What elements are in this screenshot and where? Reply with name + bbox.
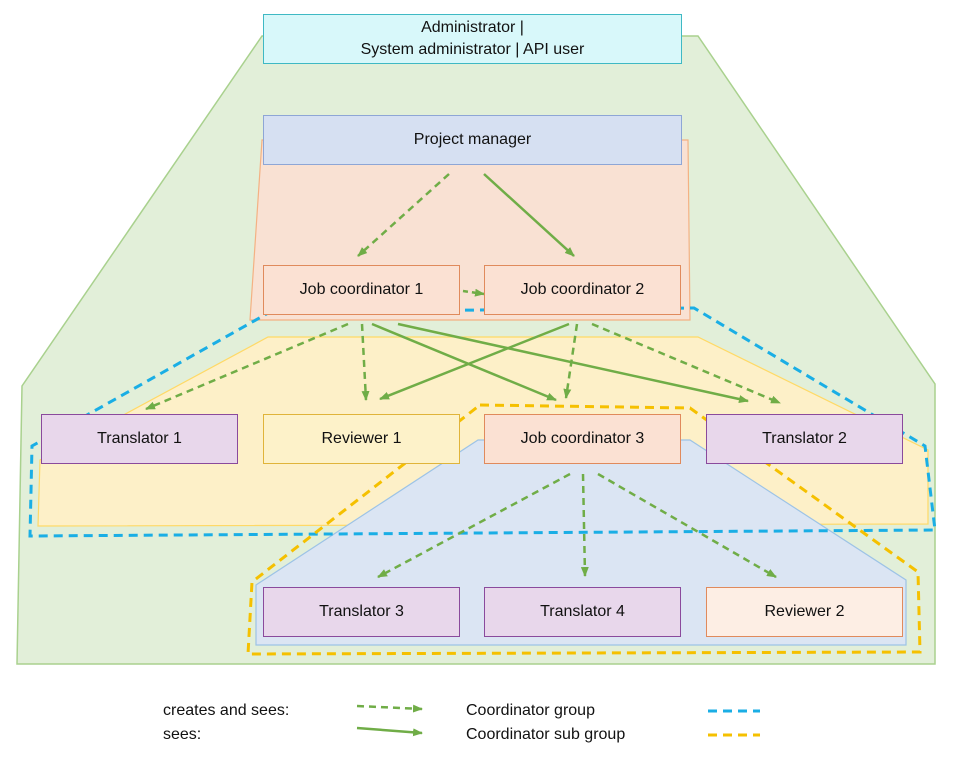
arrow-jc2-to-reviewer1 <box>379 322 570 401</box>
translator-2-label: Translator 2 <box>762 430 847 447</box>
project-manager-label: Project manager <box>413 131 532 148</box>
legend-dashed-arrow <box>356 704 423 713</box>
arrow-jc1-to-jc3 <box>371 322 557 402</box>
translator-4-label: Translator 4 <box>540 603 625 620</box>
arrow-pm-to-jc2 <box>483 173 575 257</box>
arrow-pm-to-jc1 <box>357 173 450 257</box>
job-coordinator-3-box: Job coordinator 3 <box>484 414 681 464</box>
legend-coordinator-group-label: Coordinator group <box>466 702 595 719</box>
administrator-box: Administrator | System administrator | A… <box>263 14 682 64</box>
legend-coordinator-sub-group-label: Coordinator sub group <box>466 726 626 743</box>
legend-solid-arrow <box>356 726 423 737</box>
job-coordinator-1-box: Job coordinator 1 <box>263 265 460 315</box>
reviewer-2-box: Reviewer 2 <box>706 587 903 637</box>
arrow-jc1-to-jc2 <box>462 288 485 297</box>
reviewer-2-label: Reviewer 2 <box>764 603 845 620</box>
job-coordinator-1-label: Job coordinator 1 <box>299 281 424 298</box>
translator-1-box: Translator 1 <box>41 414 238 464</box>
translator-1-label: Translator 1 <box>97 430 182 447</box>
arrow-jc2-to-translator2 <box>591 322 781 405</box>
coordinator-group-outline <box>28 306 937 538</box>
translator-3-label: Translator 3 <box>319 603 404 620</box>
translator-2-box: Translator 2 <box>706 414 903 464</box>
legend-creates-and-sees-label: creates and sees: <box>163 702 290 719</box>
arrow-jc3-to-translator4 <box>580 473 589 577</box>
arrow-jc1-to-translator2 <box>397 322 749 403</box>
translator-4-box: Translator 4 <box>484 587 681 637</box>
coordinator-sub-group-outline <box>246 403 922 656</box>
legend-sees-label: sees: <box>163 726 202 743</box>
translator-3-box: Translator 3 <box>263 587 460 637</box>
reviewer-1-label: Reviewer 1 <box>321 430 402 447</box>
arrow-jc1-to-translator1 <box>145 322 349 411</box>
arrow-jc3-to-reviewer2 <box>597 472 777 579</box>
project-manager-box: Project manager <box>263 115 682 165</box>
arrow-jc2-to-jc3 <box>563 323 579 399</box>
arrow-jc1-to-reviewer1 <box>360 323 370 401</box>
administrator-label-line2: System administrator | API user <box>360 41 585 58</box>
job-coordinator-3-label: Job coordinator 3 <box>520 430 645 447</box>
job-coordinator-2-label: Job coordinator 2 <box>520 281 645 298</box>
administrator-label-line1: Administrator | <box>421 19 524 36</box>
reviewer-1-box: Reviewer 1 <box>263 414 460 464</box>
job-coordinator-2-box: Job coordinator 2 <box>484 265 681 315</box>
arrow-jc3-to-translator3 <box>377 472 571 579</box>
